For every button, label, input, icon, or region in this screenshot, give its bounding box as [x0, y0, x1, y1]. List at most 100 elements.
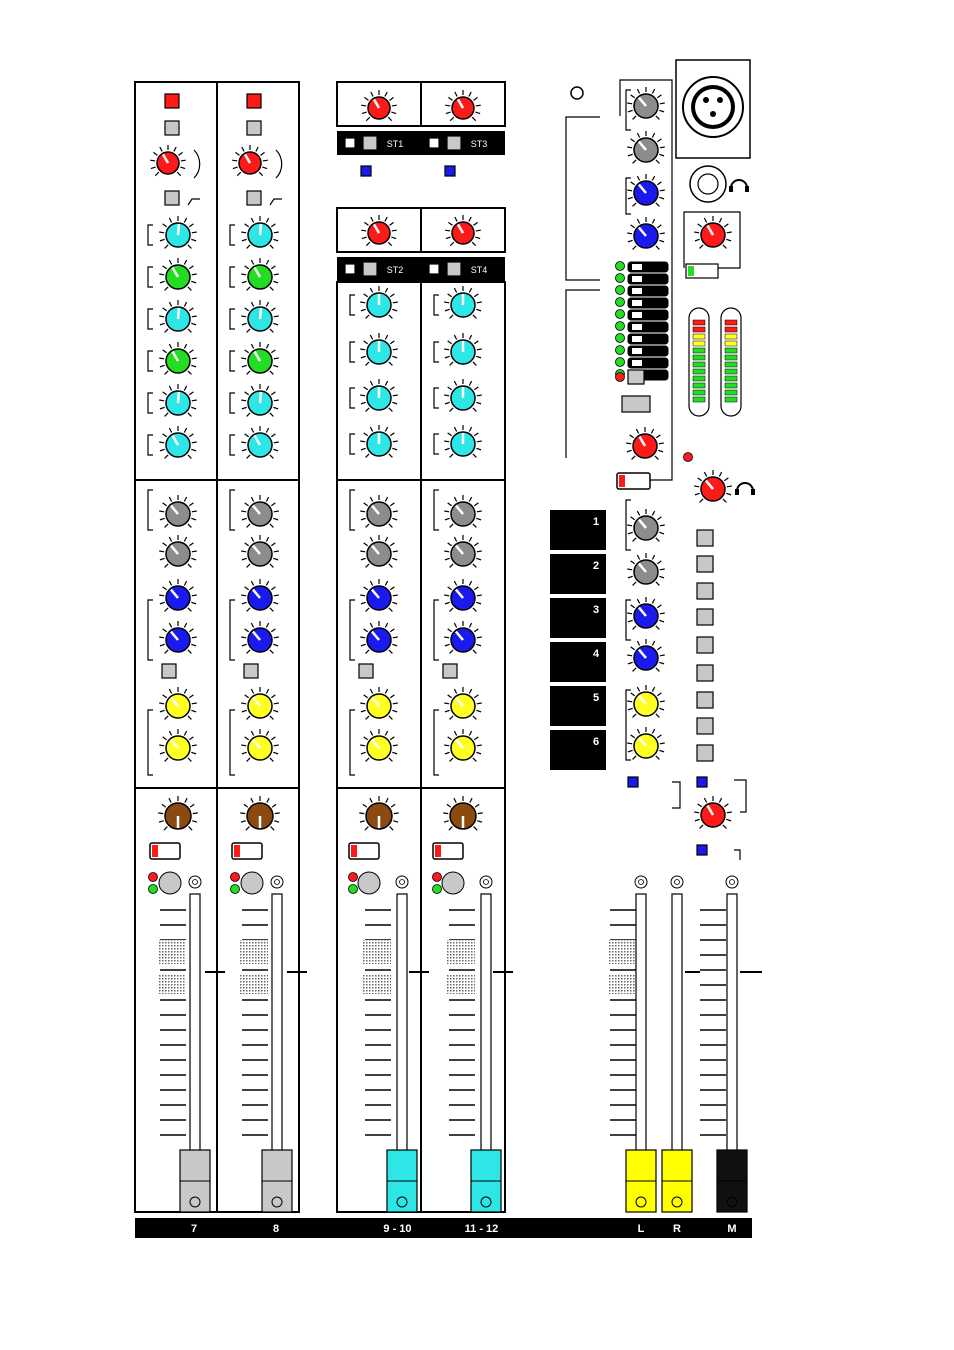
eq-knob[interactable] [241, 384, 279, 416]
return-level-knob[interactable] [361, 90, 397, 121]
phones-level-knob[interactable] [694, 216, 732, 248]
fx-tap-button[interactable] [622, 396, 650, 412]
gain-knob[interactable] [232, 145, 268, 176]
aux-knob[interactable] [159, 729, 197, 761]
aux-master-knob[interactable] [627, 597, 665, 629]
phantom-button[interactable] [165, 94, 179, 108]
eq-knob[interactable] [241, 258, 279, 290]
aux-knob[interactable] [241, 621, 279, 653]
eq-knob[interactable] [360, 425, 398, 457]
return-button[interactable] [447, 262, 461, 276]
pad-button[interactable] [150, 843, 180, 859]
pan-knob[interactable] [443, 796, 483, 830]
aux-master-knob[interactable] [627, 639, 665, 671]
fx-mute-button[interactable] [628, 370, 644, 384]
mono-level-knob[interactable] [694, 796, 732, 828]
return-route-button[interactable] [361, 166, 371, 176]
fx-return-knob[interactable] [627, 87, 665, 119]
return-route-button[interactable] [445, 166, 455, 176]
aux-knob[interactable] [360, 579, 398, 611]
pad-button[interactable] [617, 473, 650, 489]
channel-fader[interactable] [471, 876, 501, 1212]
fx-level-knob[interactable] [626, 427, 664, 459]
aux-knob[interactable] [241, 729, 279, 761]
pre-post-button[interactable] [244, 664, 258, 678]
eq-knob[interactable] [159, 300, 197, 332]
eq-knob[interactable] [241, 216, 279, 248]
aux-route-button[interactable] [628, 777, 638, 787]
mono-route-button[interactable] [697, 845, 707, 855]
aux-knob[interactable] [159, 687, 197, 719]
eq-knob[interactable] [241, 342, 279, 374]
return-button[interactable] [363, 262, 377, 276]
phase-button[interactable] [165, 121, 179, 135]
mute-button[interactable] [159, 872, 181, 894]
return-level-knob[interactable] [445, 90, 481, 121]
return-level-knob[interactable] [361, 215, 397, 246]
pan-knob[interactable] [359, 796, 399, 830]
pad-button[interactable] [349, 843, 379, 859]
control-room-knob[interactable] [694, 470, 732, 502]
pad-button[interactable] [433, 843, 463, 859]
aux-knob[interactable] [159, 621, 197, 653]
aux-master-knob[interactable] [627, 685, 665, 717]
aux-knob[interactable] [241, 535, 279, 567]
hpf-button[interactable] [165, 191, 179, 205]
aux-knob[interactable] [444, 535, 482, 567]
aux-master-knob[interactable] [627, 509, 665, 541]
aux-knob[interactable] [444, 495, 482, 527]
aux-knob[interactable] [241, 579, 279, 611]
eq-knob[interactable] [159, 384, 197, 416]
return-switch[interactable] [429, 138, 439, 148]
aux-switch-button[interactable] [697, 718, 713, 734]
master-fader[interactable] [626, 876, 656, 1212]
channel-fader[interactable] [387, 876, 417, 1212]
return-level-knob[interactable] [445, 215, 481, 246]
pre-post-button[interactable] [359, 664, 373, 678]
mute-button[interactable] [241, 872, 263, 894]
aux-knob[interactable] [444, 579, 482, 611]
eq-knob[interactable] [444, 333, 482, 365]
eq-knob[interactable] [444, 286, 482, 318]
eq-knob[interactable] [159, 258, 197, 290]
aux-knob[interactable] [159, 535, 197, 567]
aux-switch-button[interactable] [697, 692, 713, 708]
aux-master-knob[interactable] [627, 553, 665, 585]
aux-knob[interactable] [444, 687, 482, 719]
return-switch[interactable] [345, 138, 355, 148]
pad-button[interactable] [232, 843, 262, 859]
master-fader[interactable] [717, 876, 747, 1212]
eq-knob[interactable] [360, 333, 398, 365]
aux-switch-button[interactable] [697, 745, 713, 761]
aux-knob[interactable] [360, 621, 398, 653]
fx-return-knob[interactable] [627, 217, 665, 249]
return-switch[interactable] [345, 264, 355, 274]
mono-route-button[interactable] [697, 777, 707, 787]
eq-knob[interactable] [159, 216, 197, 248]
master-fader[interactable] [662, 876, 692, 1212]
return-switch[interactable] [429, 264, 439, 274]
pre-post-button[interactable] [162, 664, 176, 678]
aux-knob[interactable] [159, 495, 197, 527]
mute-button[interactable] [358, 872, 380, 894]
return-button[interactable] [447, 136, 461, 150]
eq-knob[interactable] [360, 379, 398, 411]
pan-knob[interactable] [240, 796, 280, 830]
pre-post-button[interactable] [443, 664, 457, 678]
aux-knob[interactable] [444, 621, 482, 653]
eq-knob[interactable] [241, 300, 279, 332]
phantom-button[interactable] [247, 94, 261, 108]
fx-return-knob[interactable] [627, 174, 665, 206]
aux-switch-button[interactable] [697, 665, 713, 681]
eq-knob[interactable] [360, 286, 398, 318]
aux-knob[interactable] [159, 579, 197, 611]
phase-button[interactable] [247, 121, 261, 135]
aux-master-knob[interactable] [627, 727, 665, 759]
aux-knob[interactable] [360, 535, 398, 567]
aux-knob[interactable] [241, 687, 279, 719]
aux-knob[interactable] [360, 687, 398, 719]
eq-knob[interactable] [444, 425, 482, 457]
aux-switch-button[interactable] [697, 609, 713, 625]
gain-knob[interactable] [150, 145, 186, 176]
eq-knob[interactable] [444, 379, 482, 411]
